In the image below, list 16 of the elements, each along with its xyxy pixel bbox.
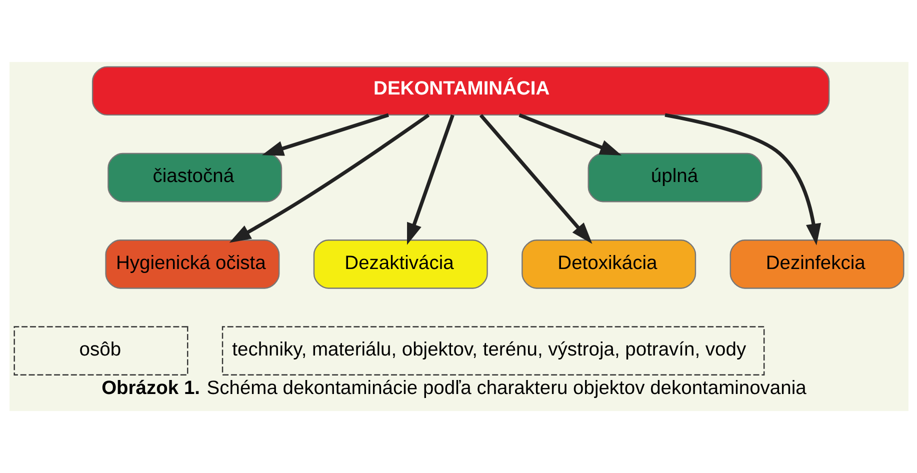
node-box: osôb: [13, 326, 188, 376]
node-box: čiastočná: [107, 152, 282, 202]
arrow: [406, 114, 454, 245]
arrow: [478, 114, 592, 244]
node-box: Dezaktivácia: [312, 240, 488, 289]
caption: Obrázok 1. Schéma dekontaminácie podľa charakteru objektov dekontaminovania: [101, 378, 806, 399]
node-box: Dezinfekcia: [729, 240, 904, 289]
node-box: úplná: [587, 152, 762, 202]
arrow: [228, 114, 430, 243]
node-box: Detoxikácia: [521, 240, 696, 289]
arrow: [261, 113, 389, 156]
node-box: Hygienická očista: [104, 240, 280, 289]
arrow: [518, 113, 622, 156]
node-box: DEKONTAMINÁCIA: [91, 66, 830, 116]
arrow: [664, 113, 821, 246]
node-box: techniky, materiálu, objektov, terénu, výstroja, potravín, vody: [221, 326, 764, 376]
